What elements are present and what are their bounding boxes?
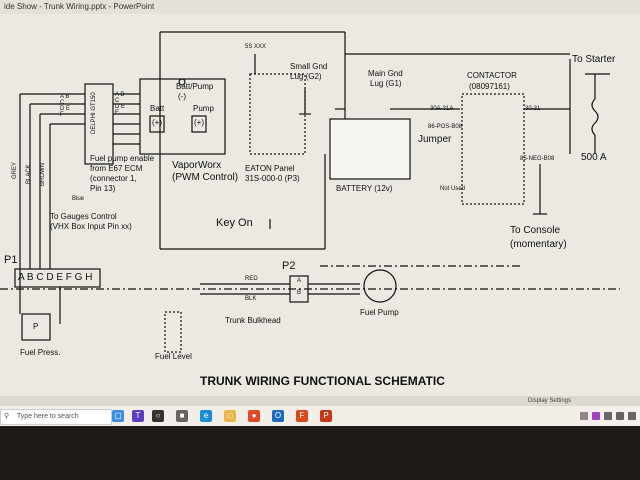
powerpoint-icon[interactable]: P	[320, 410, 332, 422]
system-tray	[580, 410, 636, 422]
label-500a: 500 A	[581, 152, 607, 163]
label-eaton-part: 31S-000-0 (P3)	[245, 174, 300, 183]
tray-volume-icon[interactable]	[616, 412, 624, 420]
fuel-pump-symbol	[363, 269, 397, 303]
label-delphi-left-pins: A B C D E F	[60, 94, 71, 118]
label-brown: BROWN	[40, 163, 46, 186]
app-icon[interactable]: F	[296, 410, 308, 422]
label-p2: P2	[282, 260, 296, 272]
label-grey: GREY	[12, 161, 18, 179]
slide-canvas: To Starter CONTACTOR (08097161) 500 A To…	[0, 14, 640, 396]
fuel-press-sender	[21, 313, 51, 341]
batt-terminal-box	[149, 115, 165, 133]
status-bar: Display Settings	[0, 396, 640, 406]
label-black: BLACK	[26, 164, 32, 184]
tray-network-icon[interactable]	[604, 412, 612, 420]
schematic-drawing	[0, 31, 620, 353]
label-pump-pos: (+)	[194, 118, 204, 127]
label-fuel-pump: Fuel Pump	[360, 308, 399, 317]
label-contactor-part: (08097161)	[469, 82, 510, 91]
label-eaton: EATON Panel	[245, 164, 295, 173]
label-wire-85: 85-NEG-B08	[520, 156, 555, 162]
label-p1: P1	[4, 254, 18, 266]
edge-icon[interactable]: e	[200, 410, 212, 422]
chrome-icon[interactable]: ●	[248, 410, 260, 422]
label-fuel-enable-2: from E67 ECM	[90, 164, 143, 173]
task-view-icon[interactable]: ▢	[112, 410, 124, 422]
battery-body	[329, 118, 411, 180]
label-gauges-2: (VHX Box Input Pin xx)	[50, 222, 132, 231]
label-main-gnd: Main Gnd	[368, 69, 403, 78]
label-delphi-right-pins: A B C D E F	[115, 92, 126, 116]
search-icon: ⚲	[4, 413, 10, 420]
label-batt: Batt	[150, 104, 165, 113]
label-batt-pump-neg: (-)	[178, 92, 186, 101]
fuse-symbol	[591, 98, 599, 136]
slide-heading: TRUNK WIRING FUNCTIONAL SCHEMATIC	[200, 374, 445, 388]
p1-connector	[14, 268, 101, 288]
tray-notification-icon[interactable]	[628, 412, 636, 420]
label-fuel-level: Fuel Level	[155, 352, 192, 361]
label-wire-30a: 30A-31A	[430, 106, 454, 112]
label-batt-pos: (+)	[152, 118, 162, 127]
label-fuel-enable-4: Pin 13)	[90, 184, 116, 193]
label-battery: BATTERY (12v)	[336, 184, 393, 193]
pump-terminal-box	[191, 115, 207, 133]
p2-connector	[289, 275, 309, 303]
label-to-console: To Console	[510, 225, 561, 236]
label-trunk-bulkhead: Trunk Bulkhead	[225, 316, 281, 325]
label-to-starter: To Starter	[572, 54, 616, 65]
label-red: RED	[245, 276, 258, 282]
label-momentary: (momentary)	[510, 239, 567, 250]
delphi-connector	[84, 83, 114, 165]
batt-pump-terminal	[178, 78, 186, 86]
label-p2-b: B	[297, 290, 302, 296]
label-wire-86: 86-POS-B08	[428, 124, 463, 130]
label-small-gnd: Small Gnd	[290, 62, 328, 71]
label-batt-pump: Batt/Pump	[176, 82, 214, 91]
label-key-on: Key On	[216, 217, 253, 229]
contactor-box	[461, 93, 525, 205]
outlook-icon[interactable]: O	[272, 410, 284, 422]
label-terms: 5S XXX	[245, 44, 267, 50]
eaton-panel-box	[249, 73, 306, 155]
label-p1-pins: A B C D E F G H	[18, 272, 93, 283]
label-fuel-enable-1: Fuel pump enable	[90, 154, 155, 163]
fuel-level-sender	[164, 311, 182, 353]
tray-app-icon[interactable]	[592, 412, 600, 420]
label-pwm: (PWM Control)	[172, 172, 239, 183]
label-vaporworx: VaporWorx	[172, 160, 222, 171]
label-delphi: DELPHI GT150	[91, 92, 97, 134]
cortana-icon[interactable]: ○	[152, 410, 164, 422]
label-not-used: Not Used	[440, 186, 466, 192]
label-fuel-press: Fuel Press.	[20, 348, 61, 357]
label-sender-p: P	[33, 322, 39, 331]
widgets-icon[interactable]: ■	[176, 410, 188, 422]
display-settings-link[interactable]: Display Settings	[528, 398, 572, 404]
tray-chevron-icon[interactable]	[580, 412, 588, 420]
label-blue: Blue	[72, 196, 85, 202]
file-explorer-icon[interactable]: □	[224, 410, 236, 422]
label-contactor: CONTACTOR	[467, 71, 517, 80]
label-small-gnd-2: Lug (G2)	[290, 72, 322, 81]
label-jumper: Jumper	[418, 134, 452, 145]
label-gauges-1: To Gauges Control	[50, 212, 117, 221]
monitor-bezel	[0, 426, 640, 480]
label-fuel-enable-3: (connector 1,	[90, 174, 137, 183]
label-wire-30-31: 30-31	[525, 106, 541, 112]
label-blk: BLK	[245, 296, 257, 302]
label-p2-a: A	[297, 278, 302, 284]
window-title-bar: ide Show - Trunk Wiring.pptx - PowerPoin…	[0, 0, 640, 14]
taskbar: ⚲ Type here to search ▢ T ○ ■ e □ ● O F …	[0, 406, 640, 426]
label-pump: Pump	[193, 104, 214, 113]
teams-icon[interactable]: T	[132, 410, 144, 422]
window-title: ide Show - Trunk Wiring.pptx - PowerPoin…	[4, 2, 155, 11]
taskbar-search-input[interactable]: ⚲ Type here to search	[0, 409, 112, 425]
label-main-gnd-2: Lug (G1)	[370, 79, 402, 88]
search-placeholder: Type here to search	[16, 413, 79, 420]
